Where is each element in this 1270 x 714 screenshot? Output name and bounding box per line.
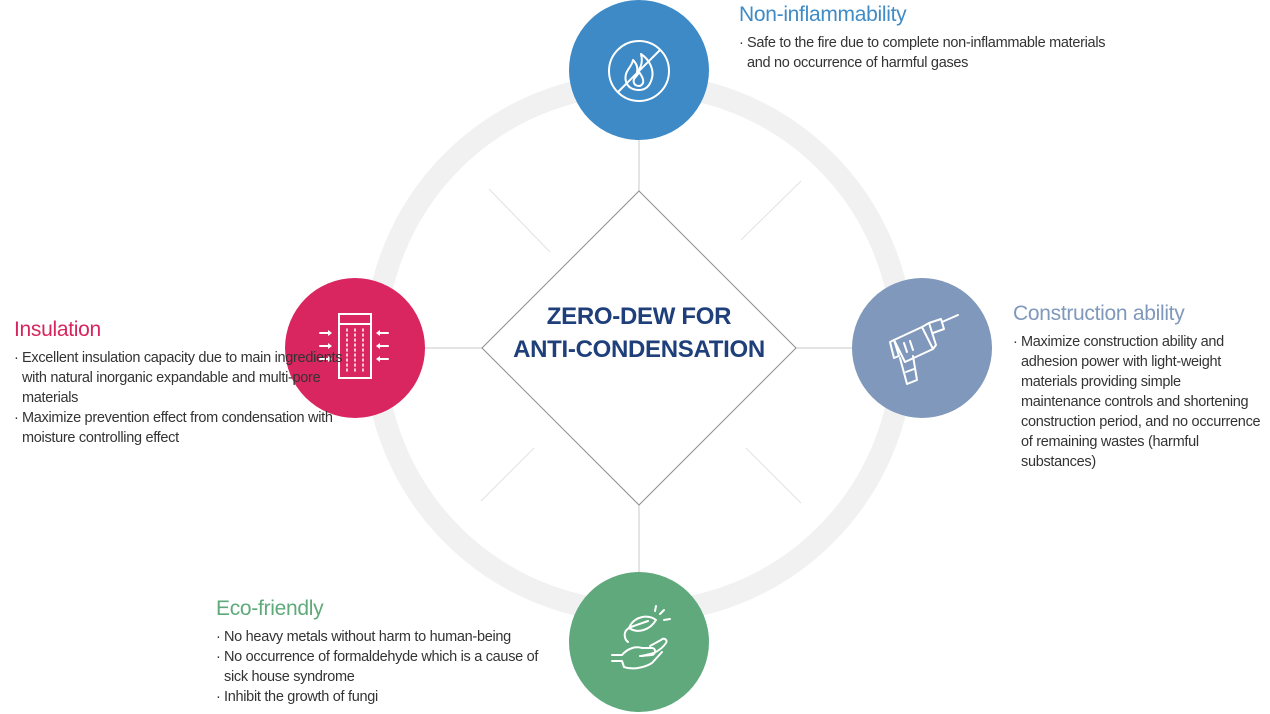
feature-title: Non-inflammability [739, 3, 907, 26]
center-diamond [481, 190, 797, 506]
feature-bullet: No occurrence of formaldehyde which is a… [216, 647, 561, 687]
drill-icon [889, 314, 959, 385]
feature-insulation: Insulation Excellent insulation capacity… [14, 317, 354, 448]
feature-bullets: Excellent insulation capacity due to mai… [14, 348, 354, 448]
center-title-line-2: ANTI-CONDENSATION [513, 336, 765, 363]
no-fire-icon [608, 40, 670, 102]
feature-construction-ability: Construction ability Maximize constructi… [1013, 301, 1263, 472]
feature-bullets: Maximize construction ability and adhesi… [1013, 332, 1263, 472]
eco-friendly-circle [569, 572, 709, 712]
center-title: ZERO-DEW FOR ANTI-CONDENSATION [480, 300, 798, 366]
construction-ability-circle [852, 278, 992, 418]
feature-bullet: Maximize construction ability and adhesi… [1013, 332, 1263, 472]
feature-bullet: Safe to the fire due to complete non-inf… [739, 33, 1119, 73]
feature-bullets: No heavy metals without harm to human-be… [216, 627, 561, 707]
hand-leaf-icon [611, 605, 671, 670]
feature-eco-friendly: Eco-friendly No heavy metals without har… [216, 596, 561, 707]
feature-title: Construction ability [1013, 302, 1185, 325]
center-title-line-1: ZERO-DEW FOR [546, 303, 732, 330]
feature-bullet: Maximize prevention effect from condensa… [14, 408, 354, 448]
feature-bullet: No heavy metals without harm to human-be… [216, 627, 561, 647]
feature-bullet: Inhibit the growth of fungi [216, 687, 561, 707]
feature-title: Insulation [14, 318, 101, 341]
decorative-ticks [480, 180, 802, 504]
non-inflammability-circle [569, 0, 709, 140]
feature-bullets: Safe to the fire due to complete non-inf… [739, 33, 1119, 73]
feature-non-inflammability: Non-inflammability Safe to the fire due … [739, 2, 1119, 73]
feature-bullet: Excellent insulation capacity due to mai… [14, 348, 354, 408]
feature-title: Eco-friendly [216, 597, 324, 620]
connector-lines [424, 140, 852, 573]
